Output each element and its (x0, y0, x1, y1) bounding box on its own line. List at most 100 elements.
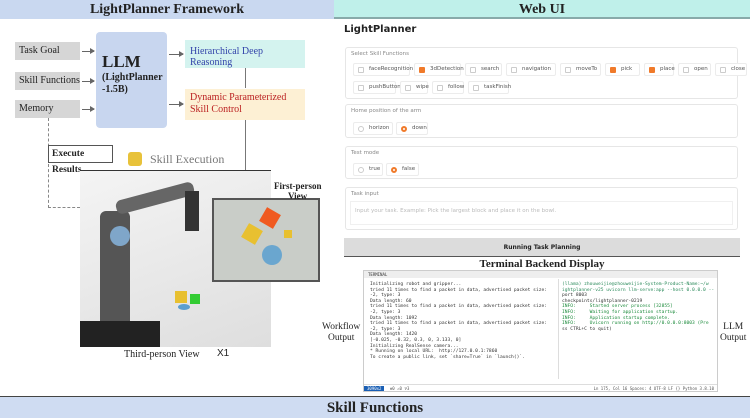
terminal-line: tried 11 times to find a packet in data,… (370, 304, 548, 310)
skill-checkbox[interactable]: faceRecognition (353, 63, 414, 76)
home-label: Home position of the arm (351, 108, 422, 114)
terminal-line: INFO: Application startup complete. (562, 315, 670, 321)
terminal-line: Data length: 1092 (370, 315, 418, 321)
framework-header: LightPlanner Framework (0, 0, 334, 19)
skill-checkbox[interactable]: 3dDetection (414, 63, 464, 76)
skills-label: Select Skill Functions (351, 51, 409, 57)
terminal-line: ss CTRL+C to quit) (562, 326, 612, 332)
checkbox-icon (649, 67, 655, 73)
arrow (82, 48, 95, 54)
skill-control-line: Skill Control (190, 104, 242, 115)
skill-checkbox[interactable]: place (644, 63, 675, 76)
run-task-planning-button[interactable]: Running Task Planning (344, 238, 740, 257)
skill-checkbox[interactable]: navigation (506, 63, 556, 76)
feedback-line (48, 207, 80, 208)
skill-label: faceRecognition (369, 66, 414, 72)
skill-checkbox[interactable]: taskFinish (468, 81, 511, 94)
terminal-title: Terminal Backend Display (479, 258, 605, 270)
radio-false[interactable]: false (386, 163, 419, 176)
divider (558, 279, 559, 379)
terminal-line: [-0.025, -0.32, 0.3, 0, 3.133, 0] (370, 337, 462, 343)
third-person-label: Third-person View (124, 349, 200, 360)
terminal-tab[interactable]: TERMINAL (364, 271, 717, 278)
skill-checkbox[interactable]: wipe (400, 81, 429, 94)
test-mode-label: Test mode (351, 150, 380, 156)
app-title: LightPlanner (344, 24, 417, 35)
arrow (169, 101, 184, 107)
execute-results-label: Execute Results (48, 145, 113, 175)
arrow (82, 106, 95, 112)
terminal-panel: TERMINAL Initializing robot and gripper.… (363, 270, 718, 392)
llm-subtitle: -1.5B) (102, 84, 128, 95)
label-line: Output (327, 333, 355, 343)
status-problems[interactable]: ⊗0 ⚠0 ⅌3 (389, 386, 410, 391)
input-task-goal: Task Goal (15, 42, 80, 60)
webui-header: Web UI (334, 0, 750, 19)
skill-label: navigation (522, 66, 552, 72)
skill-label: close (731, 66, 746, 72)
checkbox-icon (683, 67, 689, 73)
radio-label: horizon (369, 125, 390, 131)
checkbox-icon (358, 85, 364, 91)
terminal-line: INFO: Waiting for application startup. (562, 309, 679, 315)
skill-label: place (660, 66, 675, 72)
workflow-output-label: Workflow Output (322, 322, 360, 344)
home-panel: Home position of the arm horizon down (345, 104, 738, 138)
label-line: LLM (723, 322, 744, 332)
radio-true[interactable]: true (353, 163, 383, 176)
checkbox-icon (610, 67, 616, 73)
workflow-output: Initializing robot and gripper... tried 1… (370, 282, 555, 360)
speed-label: X1 (217, 348, 230, 359)
terminal-line: INFO: Uvicorn running on http://0.0.0.0:… (562, 321, 709, 327)
terminal-line: Initializing RealSense camera... (370, 343, 459, 349)
robot-icon (128, 152, 142, 166)
checkbox-icon (358, 67, 364, 73)
skill-checkbox[interactable]: search (465, 63, 502, 76)
skill-label: open (694, 66, 708, 72)
terminal-line: Initializing robot and gripper... (370, 282, 462, 287)
task-input-field[interactable]: Input your task. Example: Pick the large… (350, 201, 733, 225)
terminal-line: port 8003 (562, 293, 587, 299)
skill-checkbox[interactable]: open (678, 63, 711, 76)
reasoning-box: Hierarchical Deep Reasoning (185, 40, 305, 68)
radio-down[interactable]: down (396, 122, 428, 135)
checkbox-icon (720, 67, 726, 73)
skill-checkbox[interactable]: follow (432, 81, 464, 94)
terminal-line: INFO: Started server process [32855] (562, 304, 673, 310)
status-remote[interactable]: 3090x2 (364, 386, 385, 391)
label-line: First-person (274, 181, 322, 191)
label-line: Workflow (322, 322, 361, 332)
terminal-line: Data length: 1420 (370, 332, 418, 338)
llm-subtitle: (LightPlanner (102, 72, 163, 83)
skill-checkbox[interactable]: moveTo (560, 63, 601, 76)
arrow (82, 78, 95, 84)
first-person-photo (212, 198, 320, 282)
status-bar: 3090x2 ⊗0 ⚠0 ⅌3 Ln 175, Col 16 Spaces: 4… (364, 384, 717, 392)
label-line: Output (720, 333, 747, 343)
input-skill-functions: Skill Functions (15, 72, 80, 90)
skill-checkbox[interactable]: pick (605, 63, 640, 76)
terminal-line: Data length: 60 (370, 298, 412, 304)
radio-horizon[interactable]: horizon (353, 122, 393, 135)
terminal-line: checkpoints/lightplanner-0219 (562, 298, 643, 304)
task-input-panel: Task input Input your task. Example: Pic… (345, 187, 738, 230)
skill-label: pick (621, 66, 633, 72)
task-input-label: Task input (351, 191, 379, 197)
skill-control-box: Dynamic Parameterized Skill Control (185, 89, 305, 120)
skill-checkbox[interactable]: pushButton (353, 81, 401, 94)
skill-checkbox[interactable]: close (715, 63, 747, 76)
terminal-line: To create a public link, set `share=True… (370, 354, 525, 360)
status-info: Ln 175, Col 16 Spaces: 4 UTF-8 LF {} Pyt… (593, 386, 714, 391)
terminal-line: -2, type: 3 (370, 293, 401, 299)
input-memory: Memory (15, 100, 80, 118)
skill-label: wipe (416, 84, 429, 90)
connector (245, 120, 246, 170)
llm-output-label: LLM Output (720, 322, 746, 344)
checkbox-icon (437, 85, 443, 91)
llm-title: LLM (102, 52, 141, 71)
checkbox-icon (419, 67, 425, 73)
skill-functions-footer: Skill Functions (0, 396, 750, 418)
terminal-line: -2, type: 3 (370, 309, 401, 315)
skill-label: moveTo (576, 66, 598, 72)
